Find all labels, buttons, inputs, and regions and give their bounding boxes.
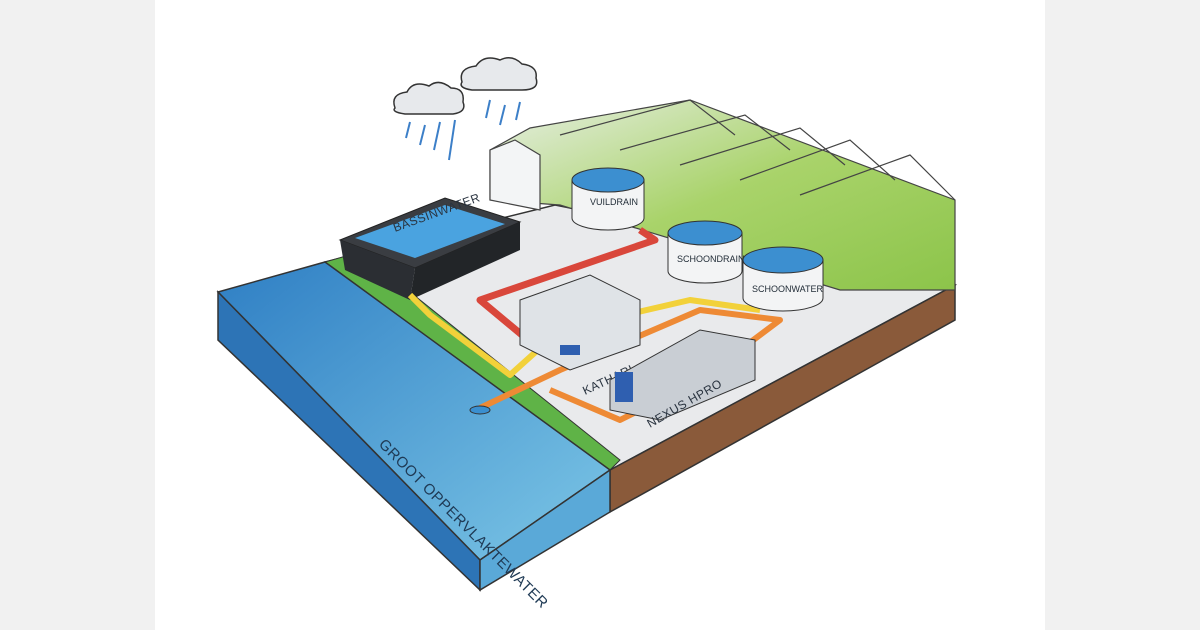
svg-text:SCHOONDRAIN: SCHOONDRAIN <box>677 254 745 264</box>
tank-schoondrain: SCHOONDRAIN <box>667 220 745 284</box>
svg-text:VUILDRAIN: VUILDRAIN <box>590 197 638 207</box>
pipe-red <box>476 227 659 353</box>
svg-text:SCHOONWATER: SCHOONWATER <box>752 284 823 294</box>
cloud-icon <box>393 57 538 115</box>
tank-vuildrain: VUILDRAIN <box>571 167 645 231</box>
surface-water-front <box>479 468 611 592</box>
tank-schoonwater: SCHOONWATER <box>742 246 824 312</box>
pipe-orange <box>478 307 783 423</box>
rain-icon <box>405 99 521 161</box>
greenhouses <box>489 99 956 291</box>
